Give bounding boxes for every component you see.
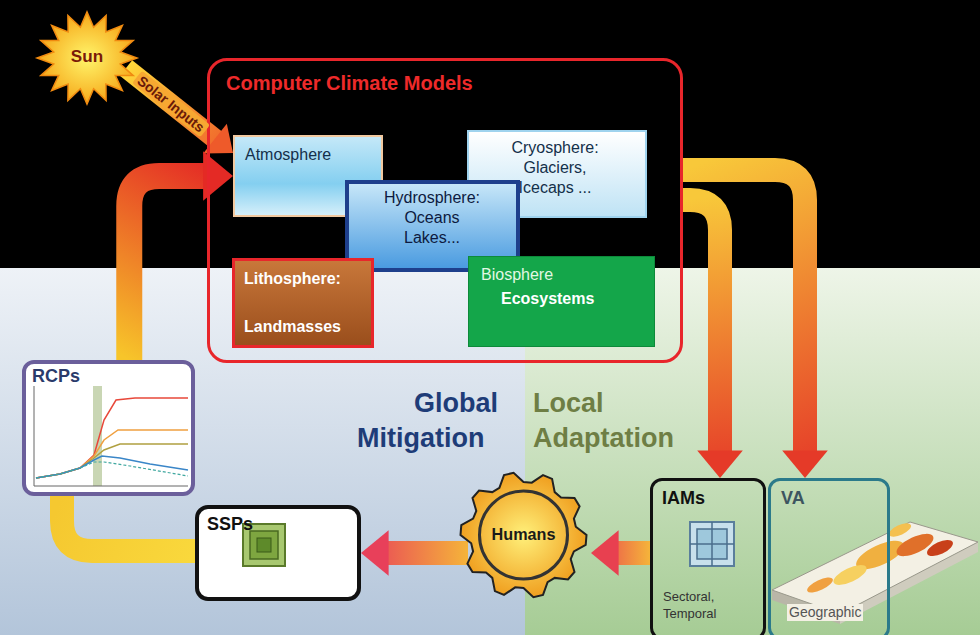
sun-star: Sun: [28, 8, 146, 108]
humans-gear: Humans: [448, 470, 599, 600]
node-title: Sun: [28, 46, 146, 67]
arrow-head: [697, 450, 743, 478]
arrow-head: [591, 530, 619, 576]
node-title: RCPs: [32, 365, 80, 388]
arrow-shaft: [683, 170, 805, 451]
node-text: Ecosystems: [501, 289, 594, 309]
flow-arrow: [62, 496, 195, 551]
node-text: Landmasses: [244, 317, 341, 337]
iam-icon: [690, 522, 734, 566]
sphere-box: BiosphereEcosystems: [468, 256, 655, 347]
flow-arrow: [361, 530, 468, 576]
node-title: SSPs: [207, 513, 253, 536]
flow-arrow: [683, 200, 743, 478]
arrow-head: [782, 450, 828, 478]
node-title: Atmosphere: [245, 145, 331, 165]
node-title: Humans: [448, 524, 599, 544]
node-title: Biosphere: [481, 265, 553, 285]
node-text: Geographic: [787, 604, 863, 622]
arrow-shaft: [62, 496, 195, 551]
node-title: Lithosphere:: [244, 269, 341, 289]
region-label: Local: [533, 388, 604, 419]
node-text: Sectoral, Temporal: [663, 589, 743, 623]
va-box: VA Geographic: [768, 478, 890, 635]
region-label: Adaptation: [533, 423, 674, 454]
arrow-shaft: [129, 176, 204, 360]
iam-box: IAMsSectoral, Temporal: [650, 478, 766, 635]
scenario-box: SSPs: [195, 505, 361, 601]
model-group-box: Computer Climate ModelsAtmosphereCryosph…: [207, 58, 683, 363]
flow-arrow: [591, 530, 650, 576]
node-title: Hydrosphere: Oceans Lakes...: [379, 188, 485, 248]
flow-arrow: [129, 151, 233, 360]
node-title: VA: [781, 487, 805, 510]
flow-arrow: [683, 170, 828, 478]
arrow-shaft: [126, 68, 216, 139]
node-title: Computer Climate Models: [226, 71, 473, 96]
region-label: Mitigation: [357, 423, 484, 454]
vulnerability-map: [772, 520, 978, 624]
flow-arrow: [126, 68, 233, 154]
arrow-shaft: [683, 200, 720, 451]
ssp-panel: [197, 507, 359, 599]
rcp-chart: [34, 386, 188, 486]
rcp-panel: [25, 363, 192, 493]
arrow-shaft: [388, 541, 468, 565]
region-label: Global: [414, 388, 498, 419]
arrow-head: [361, 530, 389, 576]
arrow-label: Solar Inputs: [132, 70, 210, 137]
sphere-box: Lithosphere: Landmasses: [232, 258, 374, 348]
arrow-shaft: [618, 541, 650, 565]
scenario-box: RCPs: [22, 360, 195, 496]
node-title: IAMs: [662, 487, 705, 510]
